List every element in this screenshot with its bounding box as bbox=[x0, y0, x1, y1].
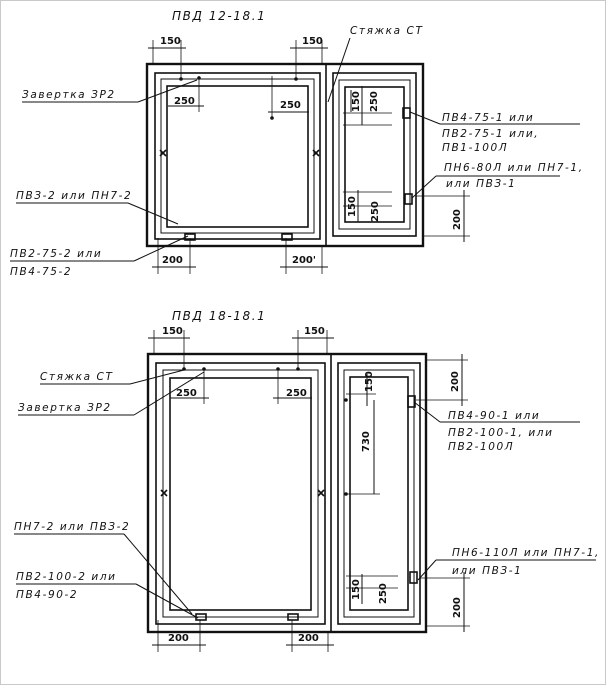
drawing-1-dim-side-top-b: 250 bbox=[369, 91, 380, 112]
drawing-2-dim-right-vert-top: 200 bbox=[450, 371, 461, 392]
drawing-2-dim-side-bot-a: 150 bbox=[351, 579, 362, 600]
drawing-2-left-sash-mid bbox=[162, 369, 319, 618]
drawing-2-dim-right-vert-bot: 200 bbox=[452, 597, 463, 618]
drawing-2-dim-side-bot-b: 250 bbox=[378, 583, 389, 604]
drawing-2-callout-left-mid: ПН7-2 или ПВЗ-2 bbox=[14, 521, 130, 533]
drawing-1-title: ПВД 12-18.1 bbox=[172, 9, 266, 23]
drawing-1-dim-bottom-right: 200' bbox=[292, 255, 316, 266]
drawing-2-dim-inner-left: 250 bbox=[176, 388, 197, 399]
drawing-1-callout-styazhka: Стяжка СТ bbox=[350, 25, 423, 37]
drawing-2-right-sash-glass bbox=[349, 376, 409, 611]
drawing-2-dim-bottom-left: 200 bbox=[168, 633, 189, 644]
drawing-1-dim-right-vert: 200 bbox=[452, 209, 463, 230]
drawing-1-dim-inner-right: 250 bbox=[280, 100, 301, 111]
drawing-2-dim-top-right: 150 bbox=[304, 326, 325, 337]
drawing-1-callout-left-bot-1: ПВ2-75-2 или bbox=[10, 248, 102, 260]
drawing-1-callout-zavertka: Завертка ЗР2 bbox=[22, 89, 116, 101]
drawing-2-callout-left-bot-1: ПВ2-100-2 или bbox=[16, 571, 117, 583]
drawing-1-dim-side-top-a: 150 bbox=[351, 91, 362, 112]
drawing-1-hinge-top bbox=[402, 107, 411, 119]
drawing-1-right-sash-outer bbox=[332, 72, 417, 237]
drawing-2-callout-right-top-2: ПВ2-100-1, или bbox=[448, 427, 554, 439]
drawing-1-dim-inner-left: 250 bbox=[174, 96, 195, 107]
drawing-1-right-sash-mid bbox=[338, 79, 411, 230]
drawing-pvd-18-18: ПВД 18-18.1 150 150 250 bbox=[14, 309, 600, 652]
drawing-1-callout-right-top-2: ПВ2-75-1 или, bbox=[442, 128, 539, 140]
drawing-2-dim-top-left: 150 bbox=[162, 326, 183, 337]
drawing-1-dim-top-right: 150 bbox=[302, 36, 323, 47]
drawing-1-dim-bottom-left: 200 bbox=[162, 255, 183, 266]
drawing-1-callout-right-bot-2: или ПВЗ-1 bbox=[446, 178, 516, 190]
drawing-2-dim-bottom-right: 200 bbox=[298, 633, 319, 644]
drawing-2-hinge-bottom bbox=[409, 571, 418, 584]
drawing-2-callout-right-top-3: ПВ2-100Л bbox=[448, 441, 514, 453]
drawing-1-callout-right-top-1: ПВ4-75-1 или bbox=[442, 112, 534, 124]
drawing-1-right-sash-glass bbox=[344, 86, 405, 223]
drawing-2-title: ПВД 18-18.1 bbox=[172, 309, 266, 323]
drawing-1-callout-left-mid: ПВЗ-2 или ПН7-2 bbox=[16, 190, 132, 202]
drawing-1-left-sash-glass bbox=[166, 85, 309, 228]
drawing-2-left-sash-glass bbox=[169, 377, 312, 611]
drawing-2-hinge-base-right bbox=[287, 613, 299, 621]
drawing-2-dim-side-mid: 730 bbox=[361, 431, 372, 452]
drawing-1-callout-left-bot-2: ПВ4-75-2 bbox=[10, 266, 72, 278]
drawing-pvd-12-18: ПВД 12-18.1 150 150 25 bbox=[10, 9, 584, 278]
drawing-1-dim-side-bot-b: 250 bbox=[370, 201, 381, 222]
drawing-2-hinge-top bbox=[407, 395, 416, 408]
drawing-2-callout-zavertka: Завертка ЗР2 bbox=[18, 402, 112, 414]
drawing-2-right-sash-outer bbox=[337, 362, 421, 625]
drawing-1-callout-right-bot-1: ПН6-80Л или ПН7-1, bbox=[444, 162, 584, 174]
drawing-2-callout-styazhka: Стяжка СТ bbox=[40, 371, 113, 383]
drawing-1-dim-side-bot-a: 150 bbox=[347, 196, 358, 217]
drawing-2-dim-side-top-a: 150 bbox=[364, 371, 375, 392]
drawing-2-right-sash-mid bbox=[343, 369, 415, 618]
drawing-1-hinge-bottom bbox=[404, 193, 413, 205]
drawing-2-outer-frame bbox=[146, 352, 428, 634]
drawing-2-left-sash-outer bbox=[155, 362, 326, 625]
drawing-2-callout-right-top-1: ПВ4-90-1 или bbox=[448, 410, 540, 422]
drawing-2-dim-inner-right: 250 bbox=[286, 388, 307, 399]
drawing-2-callout-right-bot-1: ПН6-110Л или ПН7-1, bbox=[452, 547, 600, 559]
drawing-1-hinge-base-right bbox=[281, 233, 293, 241]
drawing-2-callout-right-bot-2: или ПВЗ-1 bbox=[452, 565, 522, 577]
drawing-1-left-sash-outer bbox=[154, 72, 321, 240]
drawing-1-callout-right-top-3: ПВ1-100Л bbox=[442, 142, 508, 154]
drawing-2-callout-left-bot-2: ПВ4-90-2 bbox=[16, 589, 78, 601]
drawing-1-dim-top-left: 150 bbox=[160, 36, 181, 47]
drawing-1-outer-frame bbox=[145, 62, 425, 248]
